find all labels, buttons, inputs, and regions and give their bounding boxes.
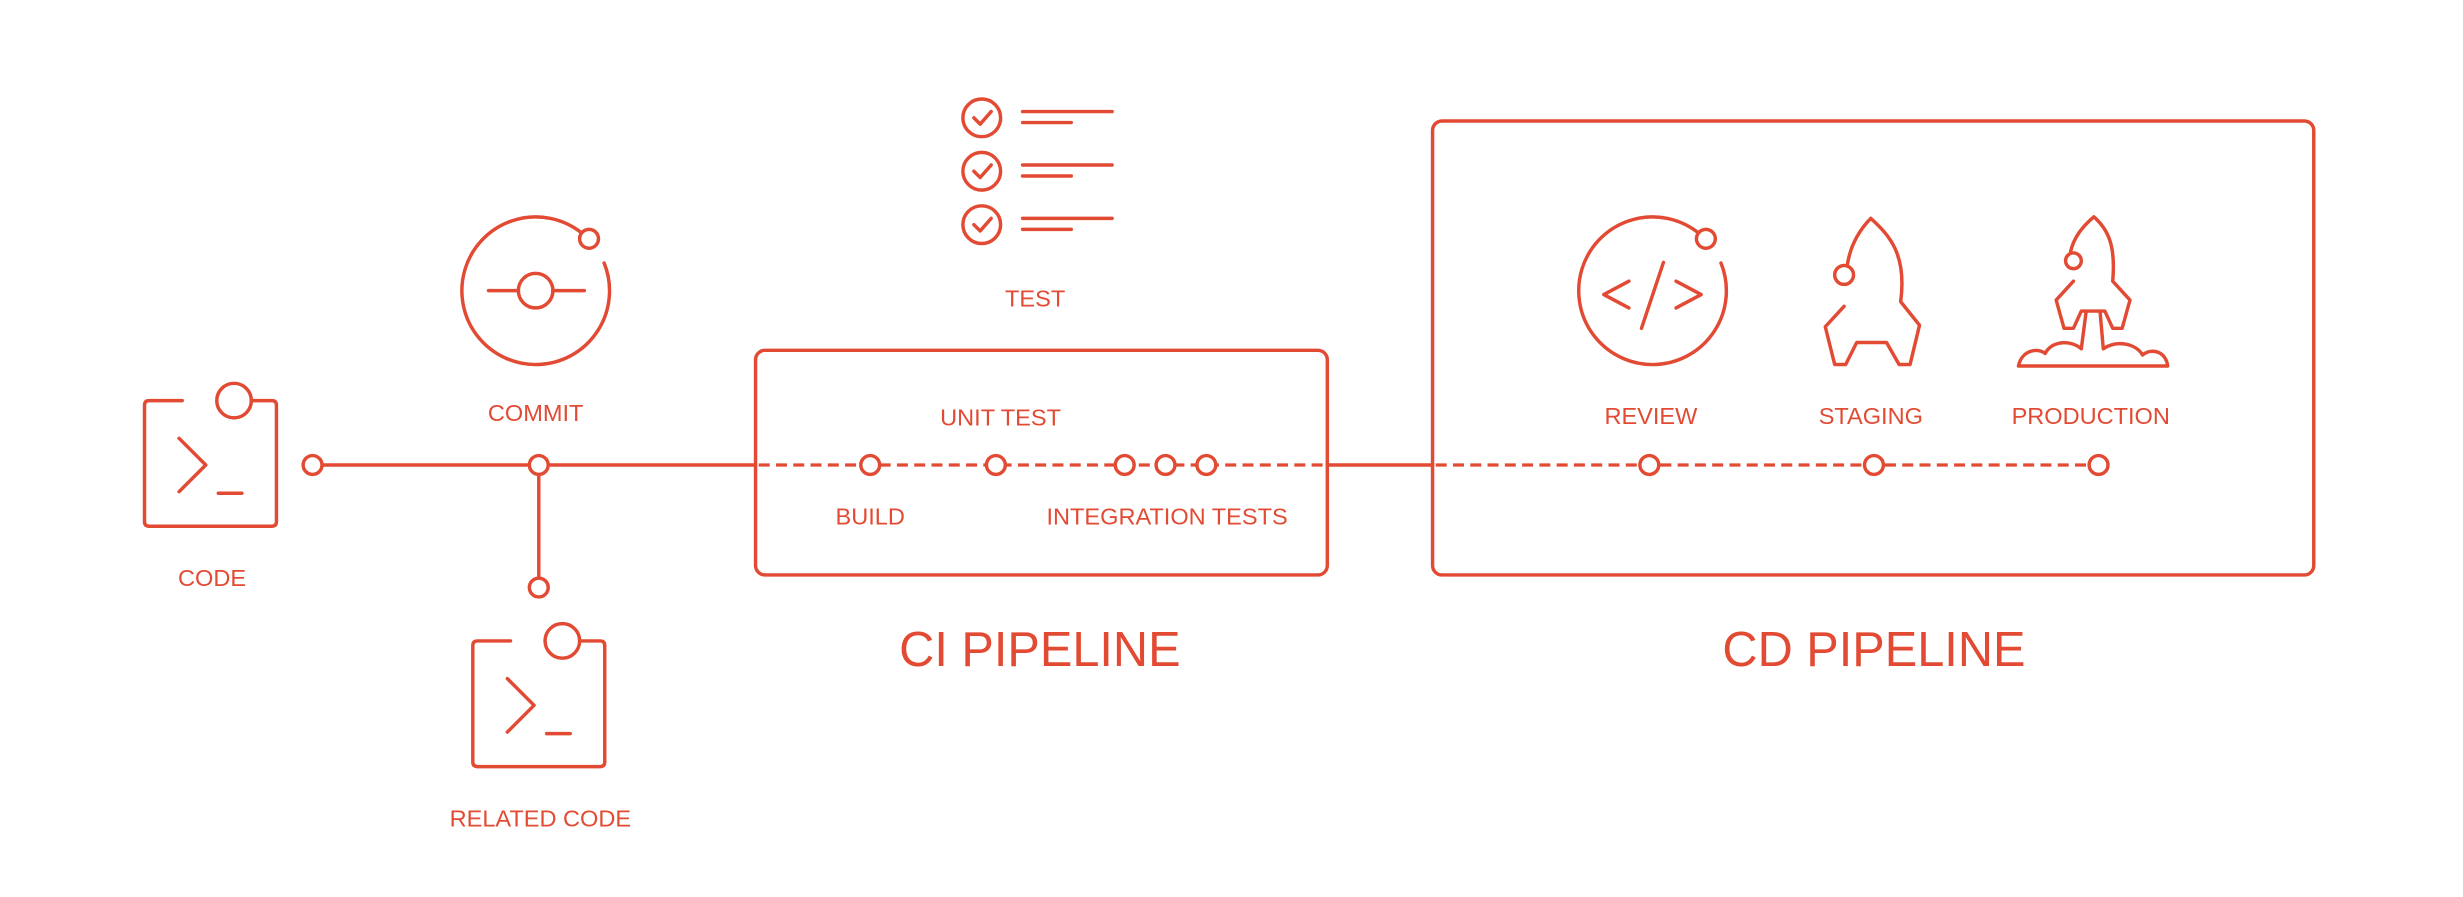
pipeline-nodes [301, 453, 2110, 599]
code-review-icon [1576, 215, 1729, 367]
rocket-launch-icon [2016, 215, 2170, 368]
label-build: BUILD [836, 504, 905, 530]
label-commit: COMMIT [488, 400, 583, 426]
node-code [301, 453, 324, 477]
node-review [1638, 453, 1661, 477]
node-integration-3 [1195, 453, 1218, 477]
label-related-code: RELATED CODE [450, 805, 631, 831]
node-build [859, 453, 882, 477]
label-staging: STAGING [1819, 403, 1923, 429]
cd-pipeline-title: CD PIPELINE [1722, 623, 2025, 677]
node-integration-1 [1113, 453, 1136, 477]
node-production [2087, 453, 2110, 477]
node-unit-test [984, 453, 1008, 477]
rocket-icon [1823, 216, 1922, 367]
label-production: PRODUCTION [2012, 403, 2170, 429]
cd-pipeline-box [1430, 119, 2316, 577]
node-staging [1862, 453, 1886, 477]
ci-pipeline-title: CI PIPELINE [899, 623, 1180, 677]
label-unit-test: UNIT TEST [940, 405, 1061, 431]
terminal-icon [471, 621, 607, 769]
label-code: CODE [178, 565, 246, 591]
node-related-code [527, 576, 550, 599]
terminal-icon [142, 381, 279, 528]
checklist-icon [961, 97, 1114, 246]
node-integration-2 [1154, 453, 1177, 477]
ci-pipeline-box [753, 348, 1330, 577]
label-test: TEST [1005, 285, 1065, 311]
commit-icon [460, 215, 612, 367]
node-commit [527, 453, 550, 477]
label-integration-tests: INTEGRATION TESTS [1047, 504, 1288, 530]
label-review: REVIEW [1604, 403, 1698, 429]
